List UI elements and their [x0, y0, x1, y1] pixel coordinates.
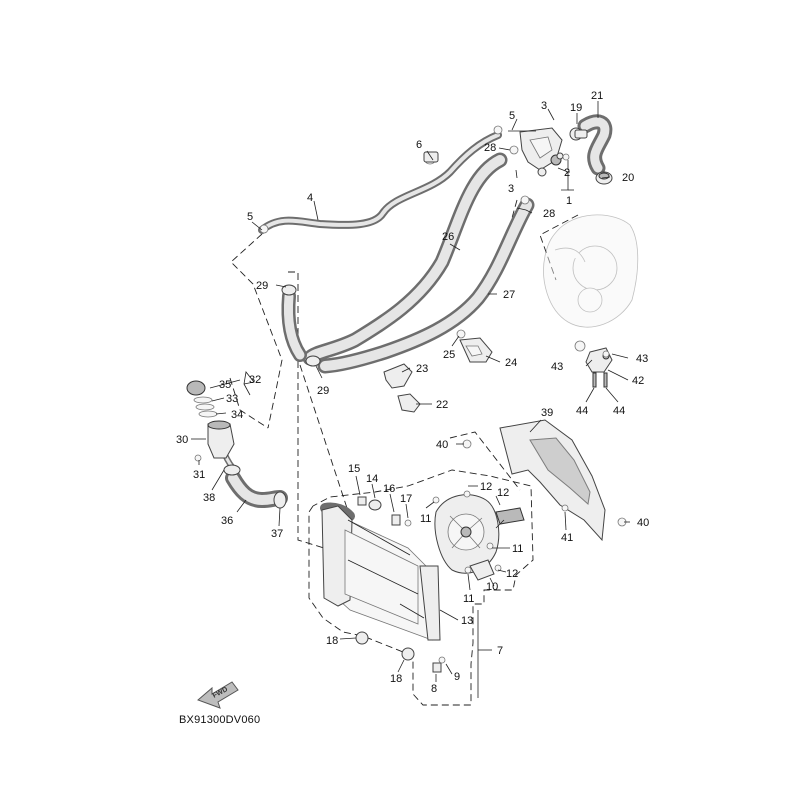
callout-35: 35 — [219, 379, 231, 391]
hose-routing-dash-left — [230, 233, 283, 429]
callout-28a: 28 — [484, 142, 496, 154]
fan-assembly-10 — [432, 490, 525, 581]
callout-18b: 18 — [390, 673, 402, 685]
bolt-41 — [561, 504, 569, 512]
callout-21: 21 — [591, 90, 603, 102]
callout-25: 25 — [443, 349, 455, 361]
callout-5b: 5 — [247, 211, 253, 223]
callout-17: 17 — [400, 493, 412, 505]
callout-12a: 12 — [480, 481, 492, 493]
callout-40a: 40 — [436, 439, 448, 451]
callout-33: 33 — [226, 393, 238, 405]
hose-routing-dash-29 — [288, 271, 325, 549]
leader-lines — [191, 101, 630, 682]
callout-30: 30 — [176, 434, 188, 446]
callout-11a: 11 — [420, 513, 431, 525]
callout-11b: 11 — [512, 543, 523, 555]
callout-41: 41 — [561, 532, 573, 544]
filler-neck-30 — [207, 420, 235, 459]
callout-3b: 3 — [508, 183, 514, 195]
diagram-code: BX91300DV060 — [179, 714, 260, 726]
callout-44b: 44 — [613, 405, 625, 417]
grommets-upper — [357, 496, 412, 527]
engine-routing-dash — [539, 214, 579, 281]
callout-13: 13 — [461, 615, 473, 627]
hose-21-inner — [580, 117, 610, 173]
callout-29a: 29 — [256, 280, 268, 292]
callout-26: 26 — [442, 231, 454, 243]
callout-42: 42 — [632, 375, 644, 387]
callout-16: 16 — [383, 483, 395, 495]
callout-28b: 28 — [543, 208, 555, 220]
hose-clamps-top — [259, 125, 588, 234]
callout-9: 9 — [454, 671, 460, 683]
callout-19: 19 — [570, 102, 582, 114]
bracket-24 — [459, 337, 493, 363]
callout-38: 38 — [203, 492, 215, 504]
collar-8 — [432, 662, 442, 673]
callout-11c: 11 — [463, 593, 474, 605]
callout-6: 6 — [416, 139, 422, 151]
callout-labels: 1 2 3 3 4 5 5 6 7 8 9 10 11 11 11 12 12 … — [176, 90, 649, 695]
clamp-38 — [223, 464, 241, 476]
shroud-39 — [499, 419, 606, 542]
radiator-group-outline — [308, 469, 534, 706]
grommet-18-left — [355, 631, 369, 645]
radiator-13 — [321, 505, 441, 641]
callout-43a: 43 — [636, 353, 648, 365]
callout-29b: 29 — [317, 385, 329, 397]
callout-31: 31 — [193, 469, 205, 481]
callout-12b: 12 — [497, 487, 509, 499]
bolt-40-left — [462, 439, 472, 449]
hose-27-inner — [320, 200, 532, 371]
screw-31 — [194, 454, 202, 462]
grommet-18-right — [401, 647, 415, 661]
water-pump-fitting — [574, 340, 613, 388]
thermostat-housing — [519, 127, 583, 177]
clamp-37 — [273, 491, 287, 509]
callout-20: 20 — [622, 172, 634, 184]
callout-7: 7 — [497, 645, 503, 657]
callout-12c: 12 — [506, 568, 518, 580]
callout-39: 39 — [541, 407, 553, 419]
callout-4: 4 — [307, 192, 313, 204]
bracket-22 — [397, 393, 421, 413]
callout-23: 23 — [416, 363, 428, 375]
callout-34: 34 — [231, 409, 243, 421]
callout-43b: 43 — [551, 361, 563, 373]
callout-1: 1 — [566, 195, 572, 207]
hose-26-inner — [305, 155, 505, 363]
callout-14: 14 — [366, 473, 378, 485]
callout-44a: 44 — [576, 405, 588, 417]
bracket-23 — [383, 363, 413, 389]
bolt-9 — [438, 656, 446, 664]
callout-27: 27 — [503, 289, 515, 301]
reservoir-routing-dash — [229, 377, 269, 429]
callout-24: 24 — [505, 357, 517, 369]
hose-4-inner — [260, 133, 500, 232]
clamps-29 — [281, 284, 321, 367]
callout-2: 2 — [564, 167, 570, 179]
callout-18a: 18 — [326, 635, 338, 647]
callout-3a: 3 — [541, 100, 547, 112]
callout-37: 37 — [271, 528, 283, 540]
engine-block-ghost — [543, 214, 639, 328]
callout-10: 10 — [486, 581, 498, 593]
callout-15: 15 — [348, 463, 360, 475]
callout-22: 22 — [436, 399, 448, 411]
reservoir-cap-assembly — [186, 380, 218, 418]
callout-40b: 40 — [637, 517, 649, 529]
thermostat-routing-dash — [511, 199, 518, 219]
fwd-arrow-icon: FWD — [197, 681, 239, 709]
callout-5a: 5 — [509, 110, 515, 122]
callout-8: 8 — [431, 683, 437, 695]
hose-29-inner — [283, 291, 305, 360]
callout-36: 36 — [221, 515, 233, 527]
shroud-routing-dash — [449, 431, 521, 491]
callout-32: 32 — [249, 374, 261, 386]
